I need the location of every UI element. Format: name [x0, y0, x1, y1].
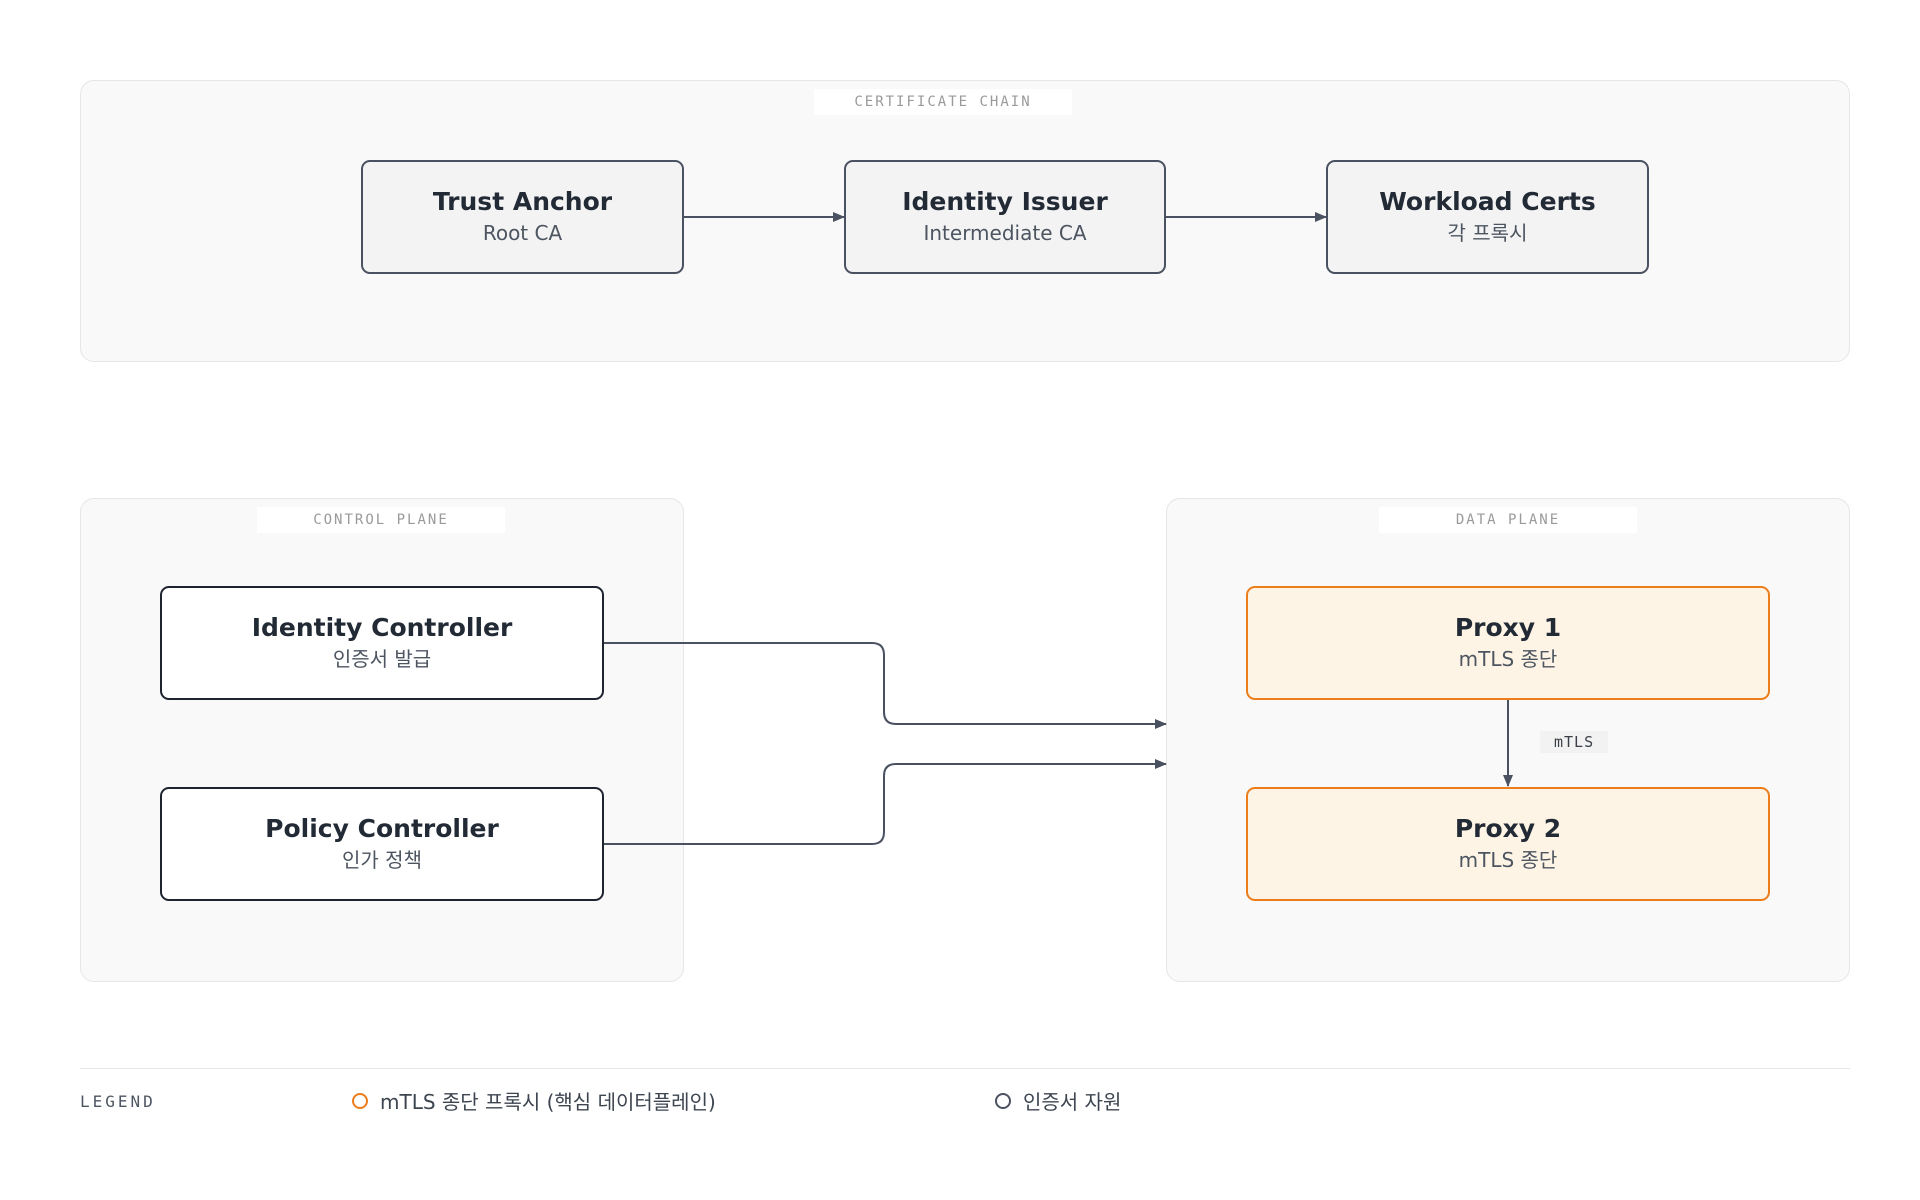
identity-issuer-node[interactable]: Identity Issuer Intermediate CA	[844, 160, 1166, 274]
workload-certs-title: Workload Certs	[1379, 187, 1596, 216]
control-plane-group: CONTROL PLANE	[80, 498, 684, 982]
legend-item-cert-label: 인증서 자원	[1023, 1090, 1122, 1114]
proxy1-node[interactable]: Proxy 1 mTLS 종단	[1246, 586, 1770, 700]
proxy2-subtitle: mTLS 종단	[1458, 848, 1558, 872]
identity-controller-subtitle: 인증서 발급	[332, 647, 432, 671]
proxy2-title: Proxy 2	[1454, 814, 1562, 843]
mtls-edge-label: mTLS	[1540, 731, 1609, 753]
proxy1-subtitle: mTLS 종단	[1458, 647, 1558, 671]
policy-controller-title: Policy Controller	[265, 814, 499, 843]
legend-title: LEGEND	[80, 1092, 156, 1111]
identity-controller-node[interactable]: Identity Controller 인증서 발급	[160, 586, 604, 700]
policy-controller-node[interactable]: Policy Controller 인가 정책	[160, 787, 604, 901]
workload-certs-node[interactable]: Workload Certs 각 프록시	[1326, 160, 1649, 274]
policy-controller-subtitle: 인가 정책	[342, 848, 422, 872]
trust-anchor-node[interactable]: Trust Anchor Root CA	[361, 160, 684, 274]
edge-policy-controller-to-data-plane	[604, 759, 1167, 845]
legend-item-proxy: mTLS 종단 프록시 (핵심 데이터플레인)	[352, 1086, 716, 1115]
gray-ring-icon	[995, 1092, 1011, 1109]
control-plane-label: CONTROL PLANE	[257, 507, 505, 533]
legend-item-proxy-label: mTLS 종단 프록시 (핵심 데이터플레인)	[380, 1090, 716, 1114]
identity-issuer-subtitle: Intermediate CA	[923, 221, 1087, 245]
certificate-chain-label: CERTIFICATE CHAIN	[814, 89, 1072, 115]
proxy2-node[interactable]: Proxy 2 mTLS 종단	[1246, 787, 1770, 901]
edge-identity-controller-to-data-plane	[604, 642, 1167, 729]
trust-anchor-subtitle: Root CA	[482, 221, 563, 245]
identity-issuer-title: Identity Issuer	[902, 187, 1108, 216]
proxy1-title: Proxy 1	[1454, 613, 1562, 642]
identity-controller-title: Identity Controller	[251, 613, 513, 642]
data-plane-label: DATA PLANE	[1379, 507, 1637, 533]
legend-item-cert: 인증서 자원	[995, 1086, 1121, 1115]
workload-certs-subtitle: 각 프록시	[1447, 221, 1528, 245]
orange-ring-icon	[352, 1092, 368, 1109]
trust-anchor-title: Trust Anchor	[432, 187, 613, 216]
legend-divider	[80, 1068, 1850, 1069]
